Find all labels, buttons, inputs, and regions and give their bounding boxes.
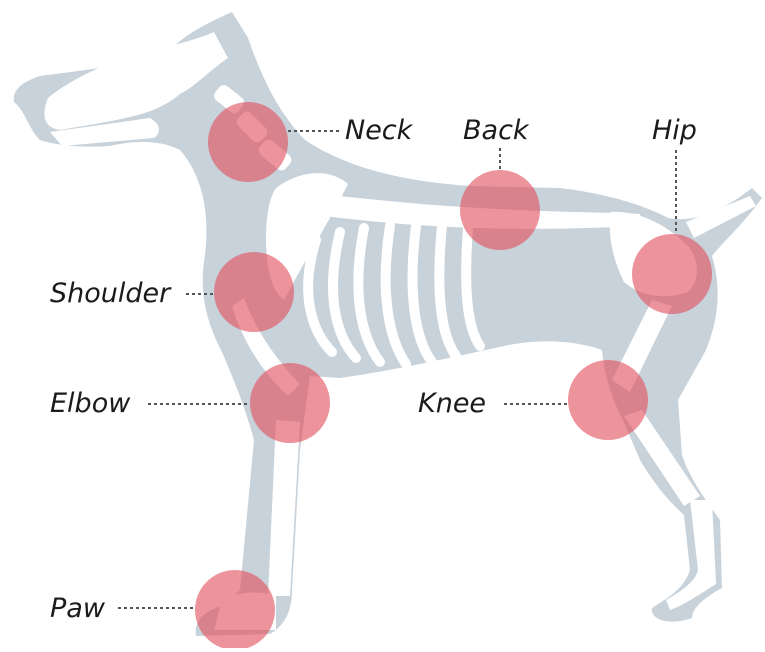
joint-elbow-highlight	[250, 363, 330, 443]
label-back: Back	[463, 117, 529, 144]
label-elbow: Elbow	[50, 390, 130, 417]
joint-hip-highlight	[632, 234, 712, 314]
joint-paw-highlight	[195, 570, 275, 648]
label-paw: Paw	[50, 595, 105, 622]
label-shoulder: Shoulder	[50, 280, 170, 307]
label-hip: Hip	[652, 117, 697, 144]
joint-knee-highlight	[568, 360, 648, 440]
label-neck: Neck	[345, 117, 412, 144]
label-knee: Knee	[418, 390, 486, 417]
joint-shoulder-highlight	[214, 252, 294, 332]
joint-neck-highlight	[208, 102, 288, 182]
joint-back-highlight	[460, 170, 540, 250]
